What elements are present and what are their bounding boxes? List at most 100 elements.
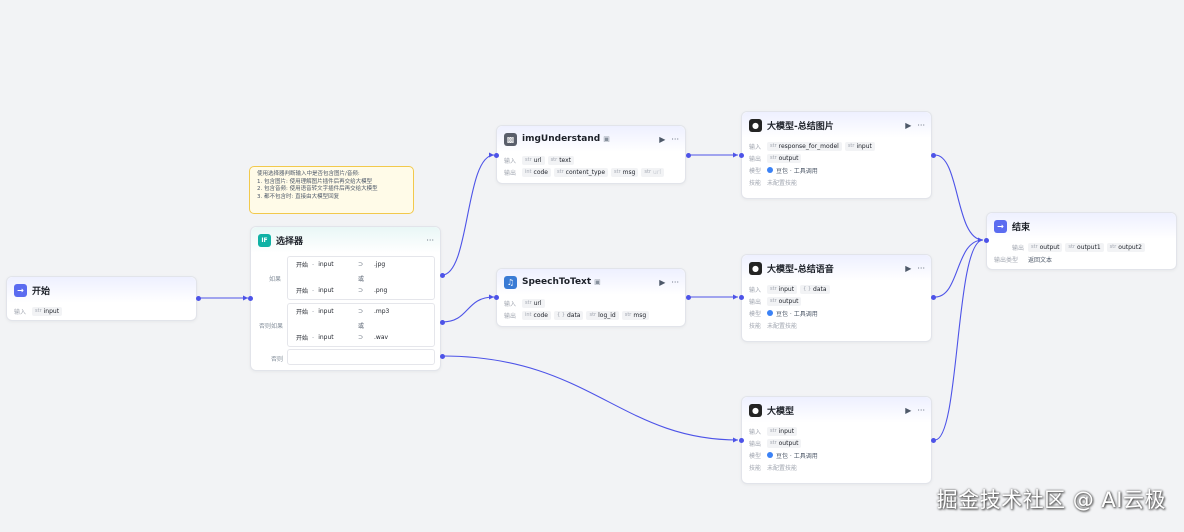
llm-input-port[interactable] — [738, 437, 744, 443]
input-label: 输入 — [504, 300, 517, 308]
llm-image-output-port[interactable] — [930, 152, 936, 158]
output-label: 输出 — [749, 298, 762, 306]
more-button[interactable]: ··· — [917, 263, 925, 273]
elif-output-port[interactable] — [439, 319, 445, 325]
condition-row[interactable]: 开始-input — [296, 261, 334, 269]
llm-image-input-port[interactable] — [738, 152, 744, 158]
model-name[interactable]: 豆包 · 工具调用 — [776, 452, 818, 460]
node-title: 大模型-总结语音 — [767, 264, 834, 275]
run-icon[interactable]: ▶ — [905, 263, 912, 273]
wire-llmaudio-end — [934, 239, 984, 298]
elif-condition-group[interactable]: 开始-input ⊃ .mp3 或 开始-input ⊃ .wav — [287, 303, 435, 347]
condition-value[interactable]: .jpg — [374, 261, 386, 268]
model-label: 模型 — [749, 310, 762, 318]
more-button[interactable]: ··· — [426, 235, 434, 245]
skill-value: 未配置技能 — [767, 179, 798, 187]
run-icon[interactable]: ▶ — [659, 134, 666, 144]
output-type-value[interactable]: 返回文本 — [1028, 256, 1053, 264]
node-title: 选择器 — [276, 236, 304, 247]
llm-audio-input-port[interactable] — [738, 294, 744, 300]
model-name[interactable]: 豆包 · 工具调用 — [776, 310, 818, 318]
if-output-port[interactable] — [439, 272, 445, 278]
node-title: 开始 — [32, 286, 51, 297]
branch-else-label: 否则 — [271, 356, 284, 363]
contains-operator: ⊃ — [358, 287, 364, 294]
more-button[interactable]: ··· — [917, 405, 925, 415]
start-icon: → — [14, 283, 27, 297]
llm-audio-output-port[interactable] — [930, 294, 936, 300]
run-icon[interactable]: ▶ — [659, 277, 666, 287]
speech-input-port[interactable] — [493, 294, 499, 300]
wire-if-img — [441, 154, 495, 276]
more-button[interactable]: ··· — [671, 134, 679, 144]
param-tag: { }data — [554, 310, 584, 320]
condition-value[interactable]: .png — [374, 287, 388, 294]
llm-icon: ● — [749, 261, 762, 275]
branch-elif-label: 否则如果 — [259, 323, 284, 330]
condition-value[interactable]: .mp3 — [374, 308, 390, 315]
node-title: 结束 — [1012, 222, 1031, 233]
else-branch-box[interactable] — [287, 349, 435, 365]
or-label: 或 — [358, 276, 365, 283]
llm-icon: ● — [749, 118, 762, 132]
wire-llmimage-end — [934, 154, 984, 241]
wire-elif-speech — [441, 296, 495, 323]
if-condition-group[interactable]: 开始-input ⊃ .jpg 或 开始-input ⊃ .png — [287, 256, 435, 300]
condition-row[interactable]: 开始-input — [296, 287, 334, 295]
node-title: 大模型 — [767, 406, 795, 417]
img-output-port[interactable] — [685, 152, 691, 158]
start-output-port[interactable] — [195, 295, 201, 301]
condition-row[interactable]: 开始-input — [296, 308, 334, 316]
output-type-label: 输出类型 — [994, 256, 1019, 264]
skill-label: 技能 — [749, 179, 762, 187]
else-output-port[interactable] — [439, 353, 445, 359]
llm-output-port[interactable] — [930, 437, 936, 443]
skill-value: 未配置技能 — [767, 464, 798, 472]
selector-node[interactable]: IF 选择器 ··· 如果 开始-input ⊃ .jpg 或 开始-input… — [250, 226, 441, 371]
condition-row[interactable]: 开始-input — [296, 334, 334, 342]
more-button[interactable]: ··· — [917, 120, 925, 130]
selector-input-port[interactable] — [247, 295, 253, 301]
model-name[interactable]: 豆包 · 工具调用 — [776, 167, 818, 175]
img-input-port[interactable] — [493, 152, 499, 158]
condition-value[interactable]: .wav — [374, 334, 389, 341]
more-button[interactable]: ··· — [671, 277, 679, 287]
watermark: 掘金技术社区 @ AI云极 — [936, 488, 1166, 512]
comment-note[interactable]: 使用选择器判断输入中是否包含图片/音频: 1. 包含图片: 使用理解图片插件后再… — [249, 166, 414, 214]
end-input-port[interactable] — [983, 237, 989, 243]
run-icon[interactable]: ▶ — [905, 120, 912, 130]
speech-output-port[interactable] — [685, 294, 691, 300]
input-label: 输入 — [749, 428, 762, 436]
output-label: 输出 — [504, 312, 517, 320]
input-label: 输入 — [14, 308, 27, 316]
contains-operator: ⊃ — [358, 261, 364, 268]
model-label: 模型 — [749, 167, 762, 175]
run-icon[interactable]: ▶ — [905, 405, 912, 415]
output-label: 输出 — [1011, 244, 1024, 252]
wire-llm-end — [934, 239, 984, 441]
plugin-icon: ▣ — [603, 135, 610, 143]
doubao-icon — [767, 167, 773, 173]
doubao-icon — [767, 452, 773, 458]
